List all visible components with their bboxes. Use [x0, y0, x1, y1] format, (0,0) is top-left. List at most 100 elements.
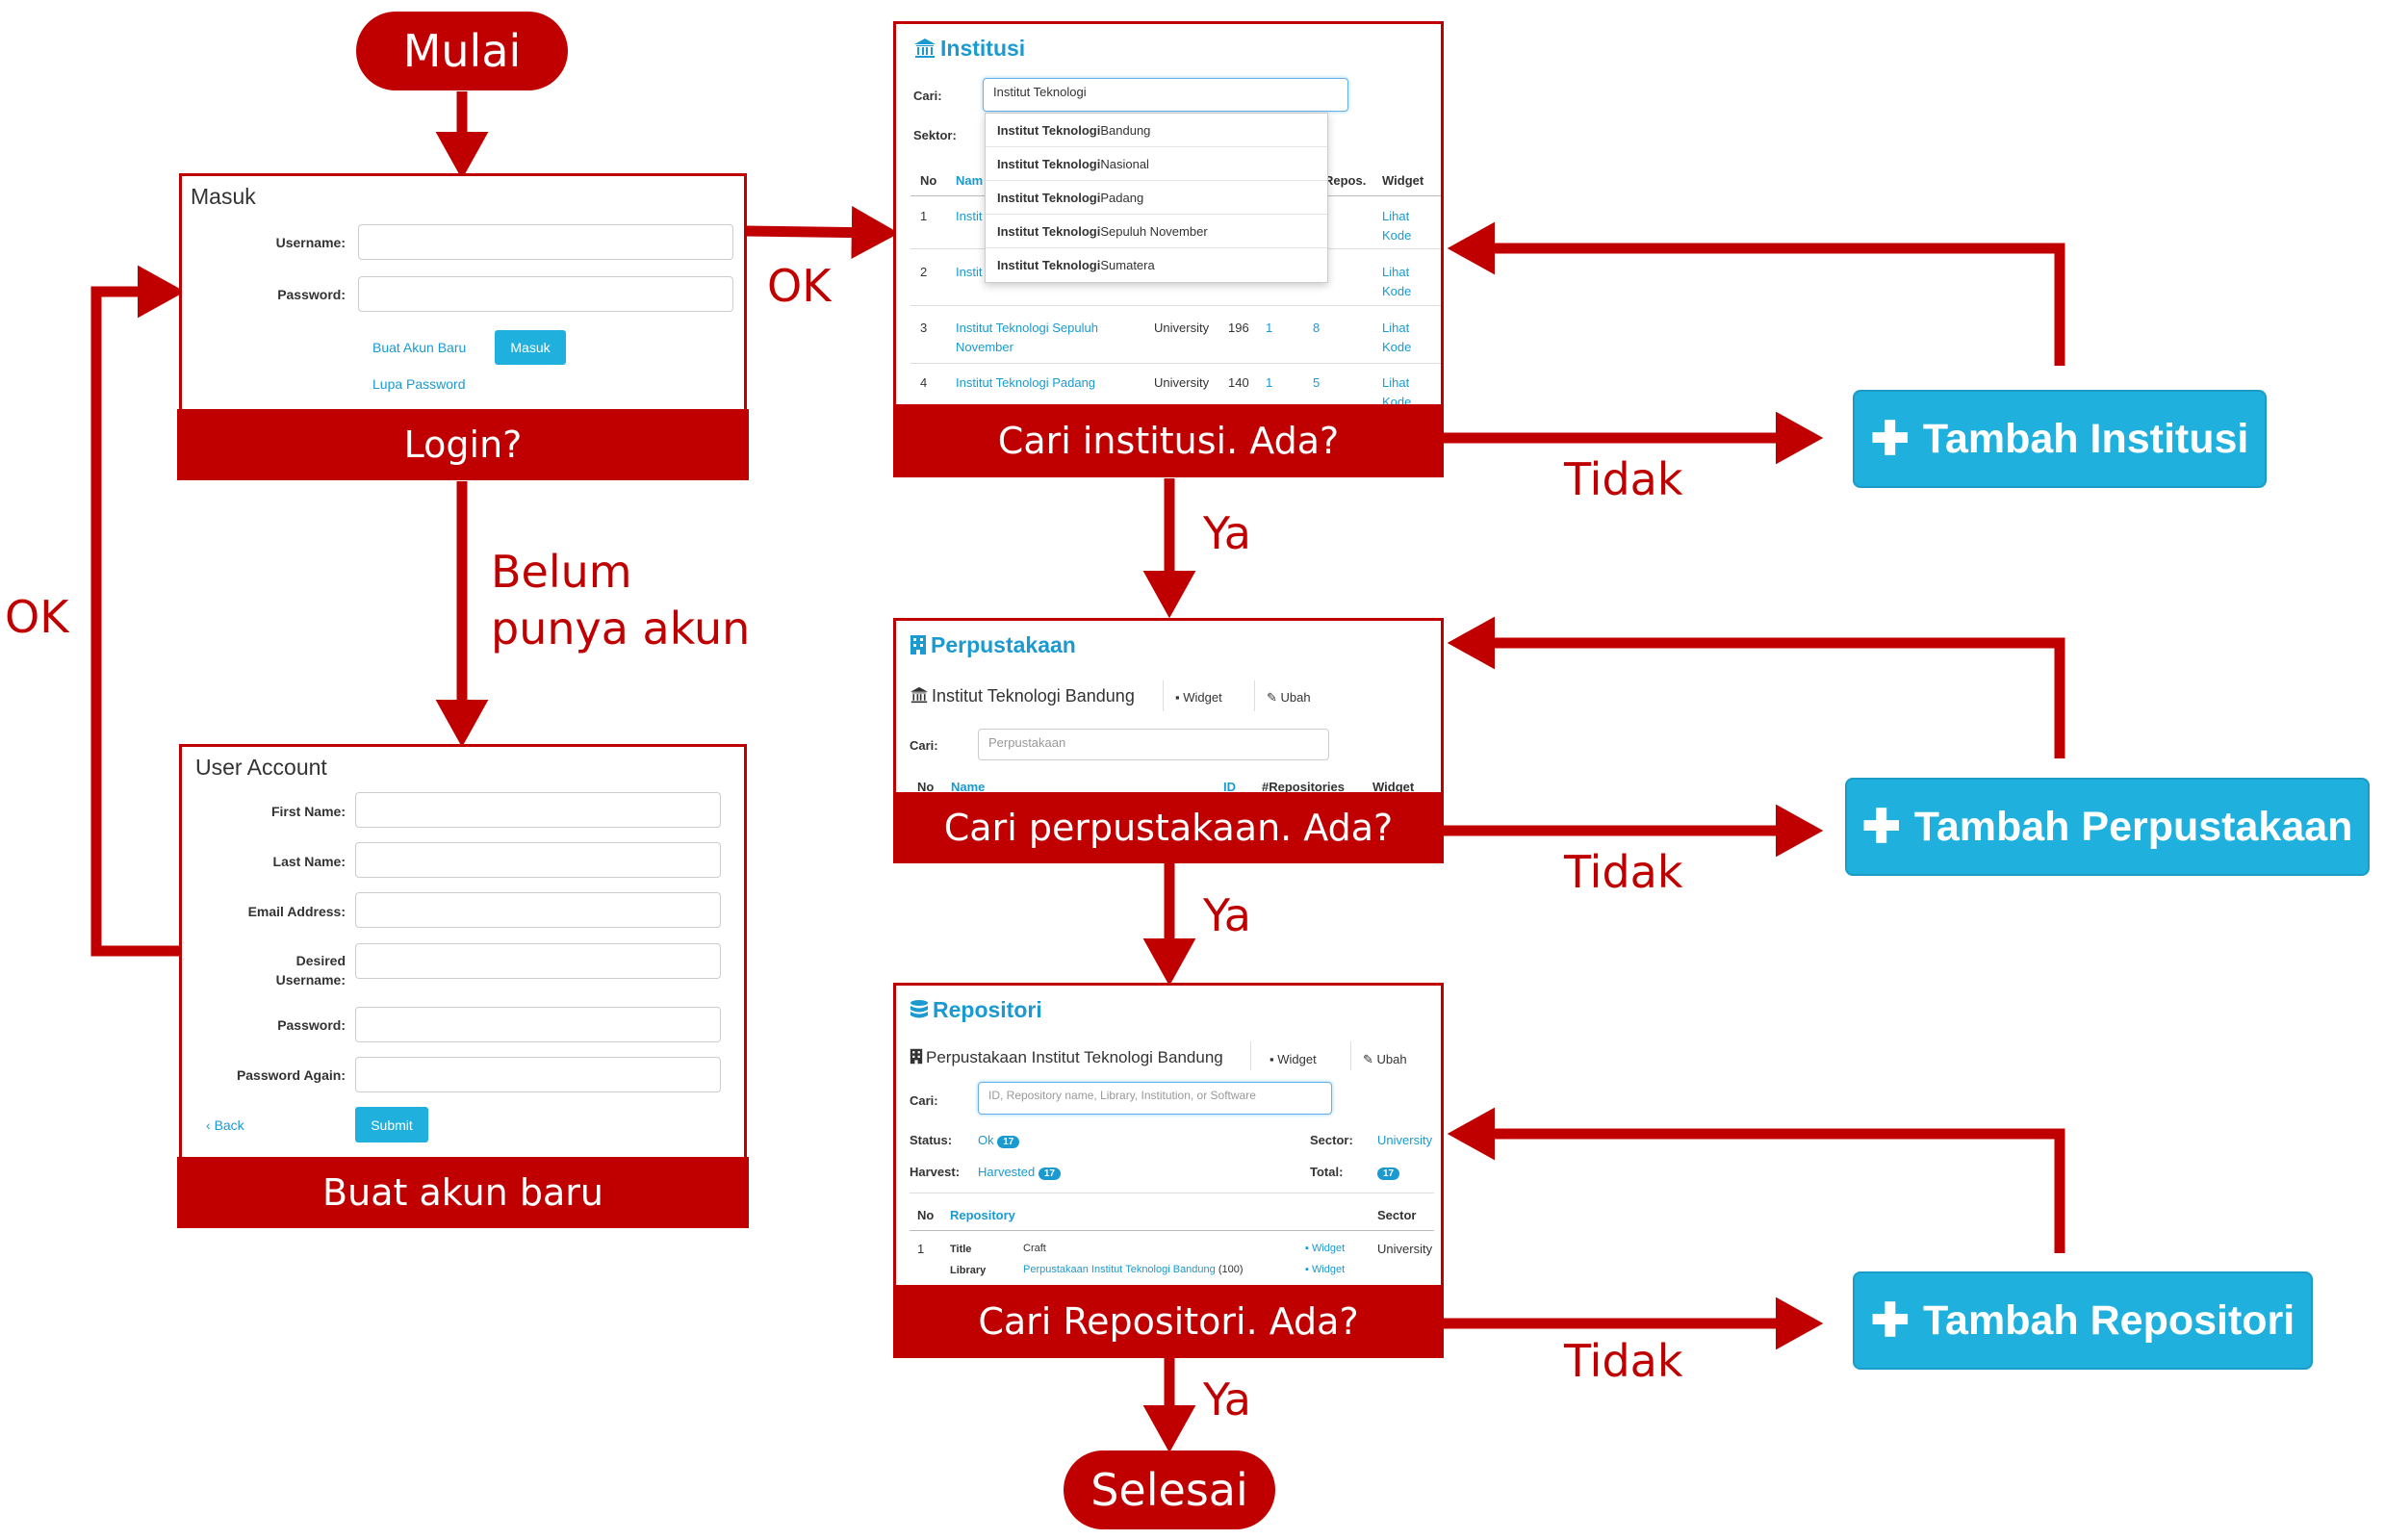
edge-label-ya-2: Ya: [1203, 889, 1251, 941]
institusi-row2-lihat[interactable]: Lihat: [1382, 265, 1410, 279]
first-name-label: First Name:: [270, 804, 346, 819]
institusi-col-widget: Widget: [1382, 173, 1424, 188]
email-label: Email Address:: [247, 904, 346, 919]
institusi-row3-name2[interactable]: November: [956, 340, 1013, 354]
institusi-row1-name[interactable]: Instit: [956, 209, 983, 223]
back-link[interactable]: ‹ Back: [206, 1117, 244, 1133]
institusi-row4-no: 4: [920, 375, 928, 390]
institusi-row3-name[interactable]: Institut Teknologi Sepuluh: [956, 321, 1098, 335]
perpustakaan-col-name[interactable]: Name: [951, 780, 986, 794]
edge-label-ok-right: OK: [767, 260, 832, 312]
perpustakaan-col-widget: Widget: [1372, 780, 1415, 794]
tambah-repositori-label: Tambah Repositori: [1922, 1296, 2295, 1344]
back-label: Back: [214, 1117, 244, 1133]
username-input[interactable]: [358, 224, 733, 260]
repositori-sector-label: Sector:: [1310, 1133, 1353, 1147]
institusi-row4-one[interactable]: 1: [1266, 375, 1273, 390]
desired-username-input[interactable]: [355, 943, 721, 979]
repositori-title: Repositori: [910, 997, 1042, 1023]
institusi-row2-divider: [910, 305, 1441, 306]
register-submit-button[interactable]: Submit: [355, 1107, 428, 1142]
password-again-input[interactable]: [355, 1057, 721, 1092]
arrow-tambah-institusi-back: [1447, 221, 2065, 366]
perpustakaan-panel: Perpustakaan Institut Teknologi Bandung …: [893, 618, 1444, 810]
autocomplete-item[interactable]: Institut Teknologi Sepuluh November: [986, 215, 1327, 248]
institusi-row3-type: University: [1154, 321, 1210, 335]
end-node: Selesai: [1064, 1450, 1275, 1529]
institusi-row2-name[interactable]: Instit: [956, 265, 983, 279]
perpustakaan-col-no: No: [917, 780, 935, 794]
register-caption: Buat akun baru: [177, 1157, 749, 1228]
login-title: Masuk: [191, 184, 256, 209]
institusi-title-text: Institusi: [940, 36, 1026, 61]
institusi-row3-kode[interactable]: Kode: [1382, 340, 1412, 354]
institusi-row2-no: 2: [920, 265, 928, 279]
repositori-col-repo[interactable]: Repository: [950, 1208, 1015, 1222]
institusi-search-input[interactable]: Institut Teknologi: [983, 78, 1348, 112]
password-label: Password:: [277, 287, 346, 302]
autocomplete-item[interactable]: Institut Teknologi Padang: [986, 181, 1327, 215]
institusi-row4-name[interactable]: Institut Teknologi Padang: [956, 375, 1096, 390]
tambah-perpustakaan-label: Tambah Perpustakaan: [1913, 803, 2353, 850]
institusi-row3-count: 196: [1228, 321, 1249, 335]
institusi-row3-one[interactable]: 1: [1266, 321, 1273, 335]
edge-label-belum: Belum: [491, 546, 632, 598]
password-again-label: Password Again:: [236, 1067, 346, 1083]
institusi-row1-lihat[interactable]: Lihat: [1382, 209, 1410, 223]
repositori-sector-value[interactable]: University: [1377, 1133, 1433, 1147]
edge-label-tidak-1: Tidak: [1564, 453, 1683, 505]
edge-label-punya-akun: punya akun: [491, 603, 751, 654]
perpustakaan-search-label: Cari:: [910, 738, 938, 753]
edge-label-tidak-2: Tidak: [1564, 846, 1683, 898]
forgot-password-link[interactable]: Lupa Password: [372, 376, 466, 392]
reg-password-input[interactable]: [355, 1007, 721, 1042]
institusi-row1-kode[interactable]: Kode: [1382, 228, 1412, 243]
repositori-lib-name: Perpustakaan Institut Teknologi Bandung: [910, 1048, 1223, 1067]
repositori-status[interactable]: Ok 17: [978, 1133, 1020, 1148]
institution-icon: [914, 38, 936, 58]
institusi-row4-lihat[interactable]: Lihat: [1382, 375, 1410, 390]
repositori-row-library-widget[interactable]: ▪ Widget: [1305, 1264, 1346, 1275]
perpustakaan-search-input[interactable]: Perpustakaan: [978, 729, 1329, 760]
login-caption-text: Login?: [403, 424, 523, 466]
perpustakaan-col-id[interactable]: ID: [1223, 780, 1236, 794]
building-icon: [910, 1048, 923, 1065]
password-input[interactable]: [358, 276, 733, 312]
plus-icon: ✚: [1861, 802, 1901, 853]
perpustakaan-widget-link[interactable]: ▪ Widget: [1175, 690, 1222, 705]
perpustakaan-ubah-link[interactable]: ✎ Ubah: [1267, 690, 1311, 705]
repositori-row-library-label: Library: [950, 1265, 987, 1276]
institution-icon: [910, 686, 928, 704]
institusi-col-name[interactable]: Nam: [956, 173, 984, 188]
login-submit-button[interactable]: Masuk: [495, 330, 566, 365]
last-name-input[interactable]: [355, 842, 721, 878]
tambah-perpustakaan-button[interactable]: ✚ Tambah Perpustakaan: [1845, 778, 2370, 876]
tambah-institusi-button[interactable]: ✚Tambah Institusi: [1853, 390, 2267, 488]
repositori-row-title-widget[interactable]: ▪ Widget: [1305, 1243, 1346, 1254]
repositori-widget-link[interactable]: ▪ Widget: [1269, 1052, 1317, 1066]
repositori-search-input[interactable]: ID, Repository name, Library, Institutio…: [978, 1082, 1332, 1115]
institusi-title: Institusi: [913, 36, 1025, 62]
email-input[interactable]: [355, 892, 721, 928]
register-title: User Account: [195, 755, 327, 780]
first-name-input[interactable]: [355, 792, 721, 828]
autocomplete-item[interactable]: Institut Teknologi Bandung: [986, 114, 1327, 147]
widget-icon: ▪: [1269, 1052, 1278, 1066]
repositori-harvest[interactable]: Harvested 17: [978, 1165, 1061, 1180]
repositori-title-text: Repositori: [933, 997, 1042, 1022]
institusi-row3-repos[interactable]: 8: [1313, 321, 1321, 335]
institusi-row4-repos[interactable]: 5: [1313, 375, 1321, 390]
plus-icon: ✚: [1870, 414, 1910, 465]
institusi-row3-lihat[interactable]: Lihat: [1382, 321, 1410, 335]
repositori-total: 17: [1377, 1165, 1400, 1180]
tambah-repositori-button[interactable]: ✚Tambah Repositori: [1853, 1271, 2313, 1370]
building-icon: [910, 635, 926, 654]
autocomplete-item[interactable]: Institut Teknologi Nasional: [986, 147, 1327, 181]
autocomplete-item[interactable]: Institut Teknologi Sumatera: [997, 258, 1155, 272]
create-account-link[interactable]: Buat Akun Baru: [372, 340, 467, 355]
repositori-ubah-link[interactable]: ✎ Ubah: [1363, 1052, 1407, 1066]
edge-label-ok-left: OK: [5, 591, 69, 643]
institusi-row2-kode[interactable]: Kode: [1382, 284, 1412, 298]
repositori-row-library[interactable]: Perpustakaan Institut Teknologi Bandung …: [1023, 1264, 1244, 1275]
